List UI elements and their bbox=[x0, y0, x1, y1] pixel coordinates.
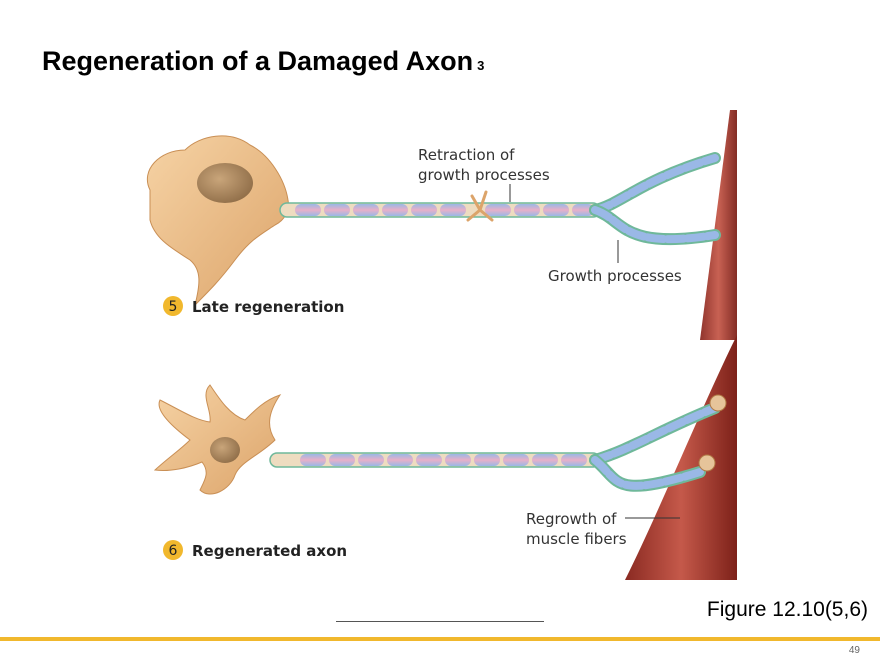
muscle-fiber-bottom bbox=[625, 335, 737, 580]
accent-bar bbox=[0, 637, 880, 641]
callout-growth-processes: Growth processes bbox=[548, 267, 682, 285]
figure-caption: Figure 12.10(5,6) bbox=[706, 598, 868, 621]
nucleus-top bbox=[197, 163, 253, 203]
step-badge-6 bbox=[163, 540, 183, 560]
muscle-fiber-top bbox=[700, 110, 737, 340]
panel-late-regeneration: Retraction of growth processes Growth pr… bbox=[147, 110, 737, 340]
neuromuscular-junction-upper bbox=[709, 394, 727, 412]
slide-title-suffix: 3 bbox=[477, 58, 485, 73]
callout-retraction-line1: Retraction of bbox=[418, 146, 515, 164]
callout-regrowth-line1: Regrowth of bbox=[526, 510, 617, 528]
footer-rule bbox=[336, 621, 544, 622]
neuromuscular-junction-lower bbox=[698, 454, 716, 472]
panel-label-late-regeneration: Late regeneration bbox=[192, 298, 344, 316]
callout-regrowth-line2: muscle fibers bbox=[526, 530, 627, 548]
panel-regenerated-axon: Regrowth of muscle fibers 6 Regenerated … bbox=[153, 335, 737, 580]
step-badge-5 bbox=[163, 296, 183, 316]
myelin-sheaths-bottom bbox=[300, 454, 587, 466]
step-number-5: 5 bbox=[169, 299, 178, 315]
axon-regeneration-figure: Retraction of growth processes Growth pr… bbox=[147, 110, 737, 580]
step-number-6: 6 bbox=[169, 543, 178, 559]
retraction-sprouts bbox=[466, 190, 494, 222]
panel-label-regenerated-axon: Regenerated axon bbox=[192, 542, 347, 560]
myelin-sheaths-top bbox=[295, 204, 594, 216]
nucleus-bottom bbox=[210, 437, 240, 463]
callout-retraction-line2: growth processes bbox=[418, 166, 550, 184]
slide-title-text: Regeneration of a Damaged Axon bbox=[42, 46, 474, 76]
page-number: 49 bbox=[848, 645, 860, 656]
neuron-cell-body-top bbox=[147, 135, 289, 307]
